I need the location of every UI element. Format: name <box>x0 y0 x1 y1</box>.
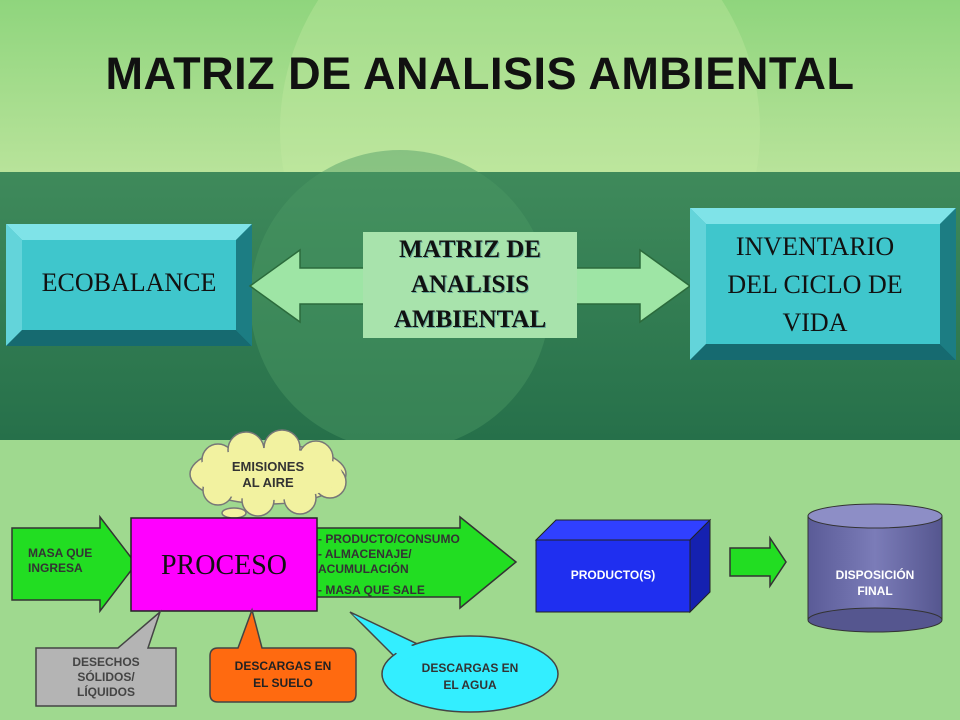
center-label-box <box>363 232 577 338</box>
inventario-label: INVENTARIO DEL CICLO DE VIDA <box>690 228 940 342</box>
page-title: MATRIZ DE ANALISIS AMBIENTAL <box>105 48 855 99</box>
output-line: ACUMULACIÓN <box>318 562 409 576</box>
process-label: PROCESO <box>160 550 288 581</box>
process-box <box>130 517 318 612</box>
inventario-line: VIDA <box>782 308 848 337</box>
center-label-line: MATRIZ DE <box>399 236 541 263</box>
callout-soil-label: DESCARGAS EN EL SUELO <box>210 658 356 692</box>
product-box <box>534 518 712 614</box>
inventario-line: DEL CICLO DE <box>727 270 903 299</box>
solid-line: SÓLIDOS/ <box>77 670 135 684</box>
callout-water <box>349 611 559 713</box>
center-label-line: ANALISIS <box>410 271 530 298</box>
final-label: DISPOSICIÓN FINAL <box>808 567 942 599</box>
callout-soil <box>209 607 357 703</box>
output-arrow <box>315 515 518 610</box>
final-cylinder <box>807 503 943 633</box>
water-line: DESCARGAS EN <box>421 661 519 675</box>
input-arrow-label: MASA QUE INGRESA <box>28 546 118 576</box>
output-line: - PRODUCTO/CONSUMO <box>318 532 460 546</box>
final-line: DISPOSICIÓN <box>835 568 915 582</box>
product-label: PRODUCTO(S) <box>536 568 690 583</box>
center-label-line: AMBIENTAL <box>393 306 547 333</box>
callout-solid-label: DESECHOS SÓLIDOS/ LÍQUIDOS <box>36 655 176 700</box>
water-line: EL AGUA <box>443 678 497 692</box>
output-line: - ALMACENAJE/ <box>318 547 412 561</box>
cloud-fill <box>194 448 342 500</box>
cloud-line: EMISIONES <box>231 459 305 474</box>
callout-water-label: DESCARGAS EN EL AGUA <box>400 660 540 694</box>
soil-line: EL SUELO <box>253 676 313 690</box>
header-band <box>0 0 960 172</box>
inventario-box <box>690 208 956 360</box>
ecobalance-label: ECOBALANCE <box>41 268 217 297</box>
callout-solid <box>35 609 177 707</box>
solid-line: LÍQUIDOS <box>76 685 135 699</box>
final-line: FINAL <box>857 584 893 598</box>
output-line: - MASA QUE SALE <box>318 583 425 597</box>
soil-line: DESCARGAS EN <box>234 659 332 673</box>
input-line: INGRESA <box>28 561 83 575</box>
small-arrow <box>729 535 787 589</box>
cloud-label: EMISIONES AL AIRE <box>200 459 336 491</box>
center-label: MATRIZ DE ANALISIS AMBIENTAL <box>363 232 577 337</box>
input-arrow <box>11 514 137 614</box>
cloud-line: AL AIRE <box>242 475 294 490</box>
output-arrow-label: - PRODUCTO/CONSUMO - ALMACENAJE/ ACUMULA… <box>318 532 518 598</box>
input-line: MASA QUE <box>28 546 93 560</box>
solid-line: DESECHOS <box>72 655 140 669</box>
product-line: PRODUCTO(S) <box>570 568 656 582</box>
ecobalance-box <box>6 224 252 346</box>
inventario-line: INVENTARIO <box>735 232 895 261</box>
